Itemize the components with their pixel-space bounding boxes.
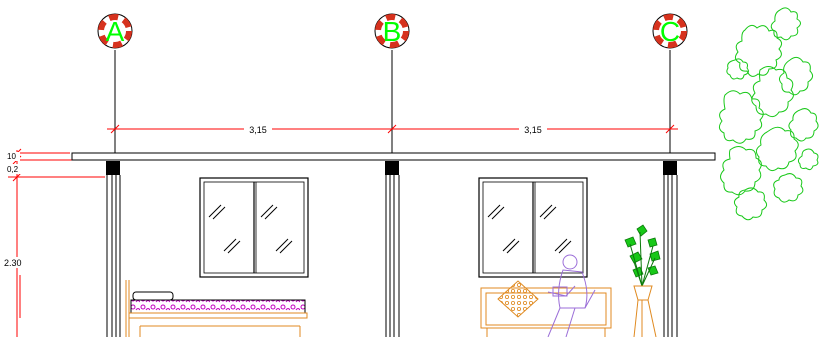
column-b	[385, 175, 400, 337]
grid-axis-a: A	[97, 13, 133, 155]
beam-cap-c	[663, 161, 677, 175]
tree-foliage	[718, 7, 819, 221]
person-figure	[547, 254, 596, 337]
sofa	[480, 280, 612, 337]
horizontal-dimension	[107, 124, 678, 134]
grid-label-c: C	[660, 16, 680, 47]
grid-label-b: B	[383, 16, 402, 47]
column-c	[663, 175, 678, 337]
roof-slab	[71, 152, 716, 161]
dimension-span-bc: 3,15	[524, 125, 542, 135]
vertical-dimensions	[8, 148, 105, 337]
grid-axis-c: C	[652, 13, 688, 155]
beam-cap-a	[106, 161, 120, 175]
dimension-span-ab: 3,15	[249, 125, 267, 135]
dimension-wall-height: 2.30	[4, 258, 22, 268]
dimension-slab: 10	[7, 152, 16, 161]
grid-label-a: A	[106, 16, 125, 47]
dimension-beam: 0,2	[7, 165, 19, 174]
grid-axis-b: B	[374, 13, 410, 155]
bed	[125, 280, 308, 337]
window-left	[199, 177, 309, 278]
beam-cap-b	[385, 161, 399, 175]
window-right	[478, 177, 588, 278]
column-a	[106, 175, 121, 337]
potted-plant	[624, 224, 661, 337]
